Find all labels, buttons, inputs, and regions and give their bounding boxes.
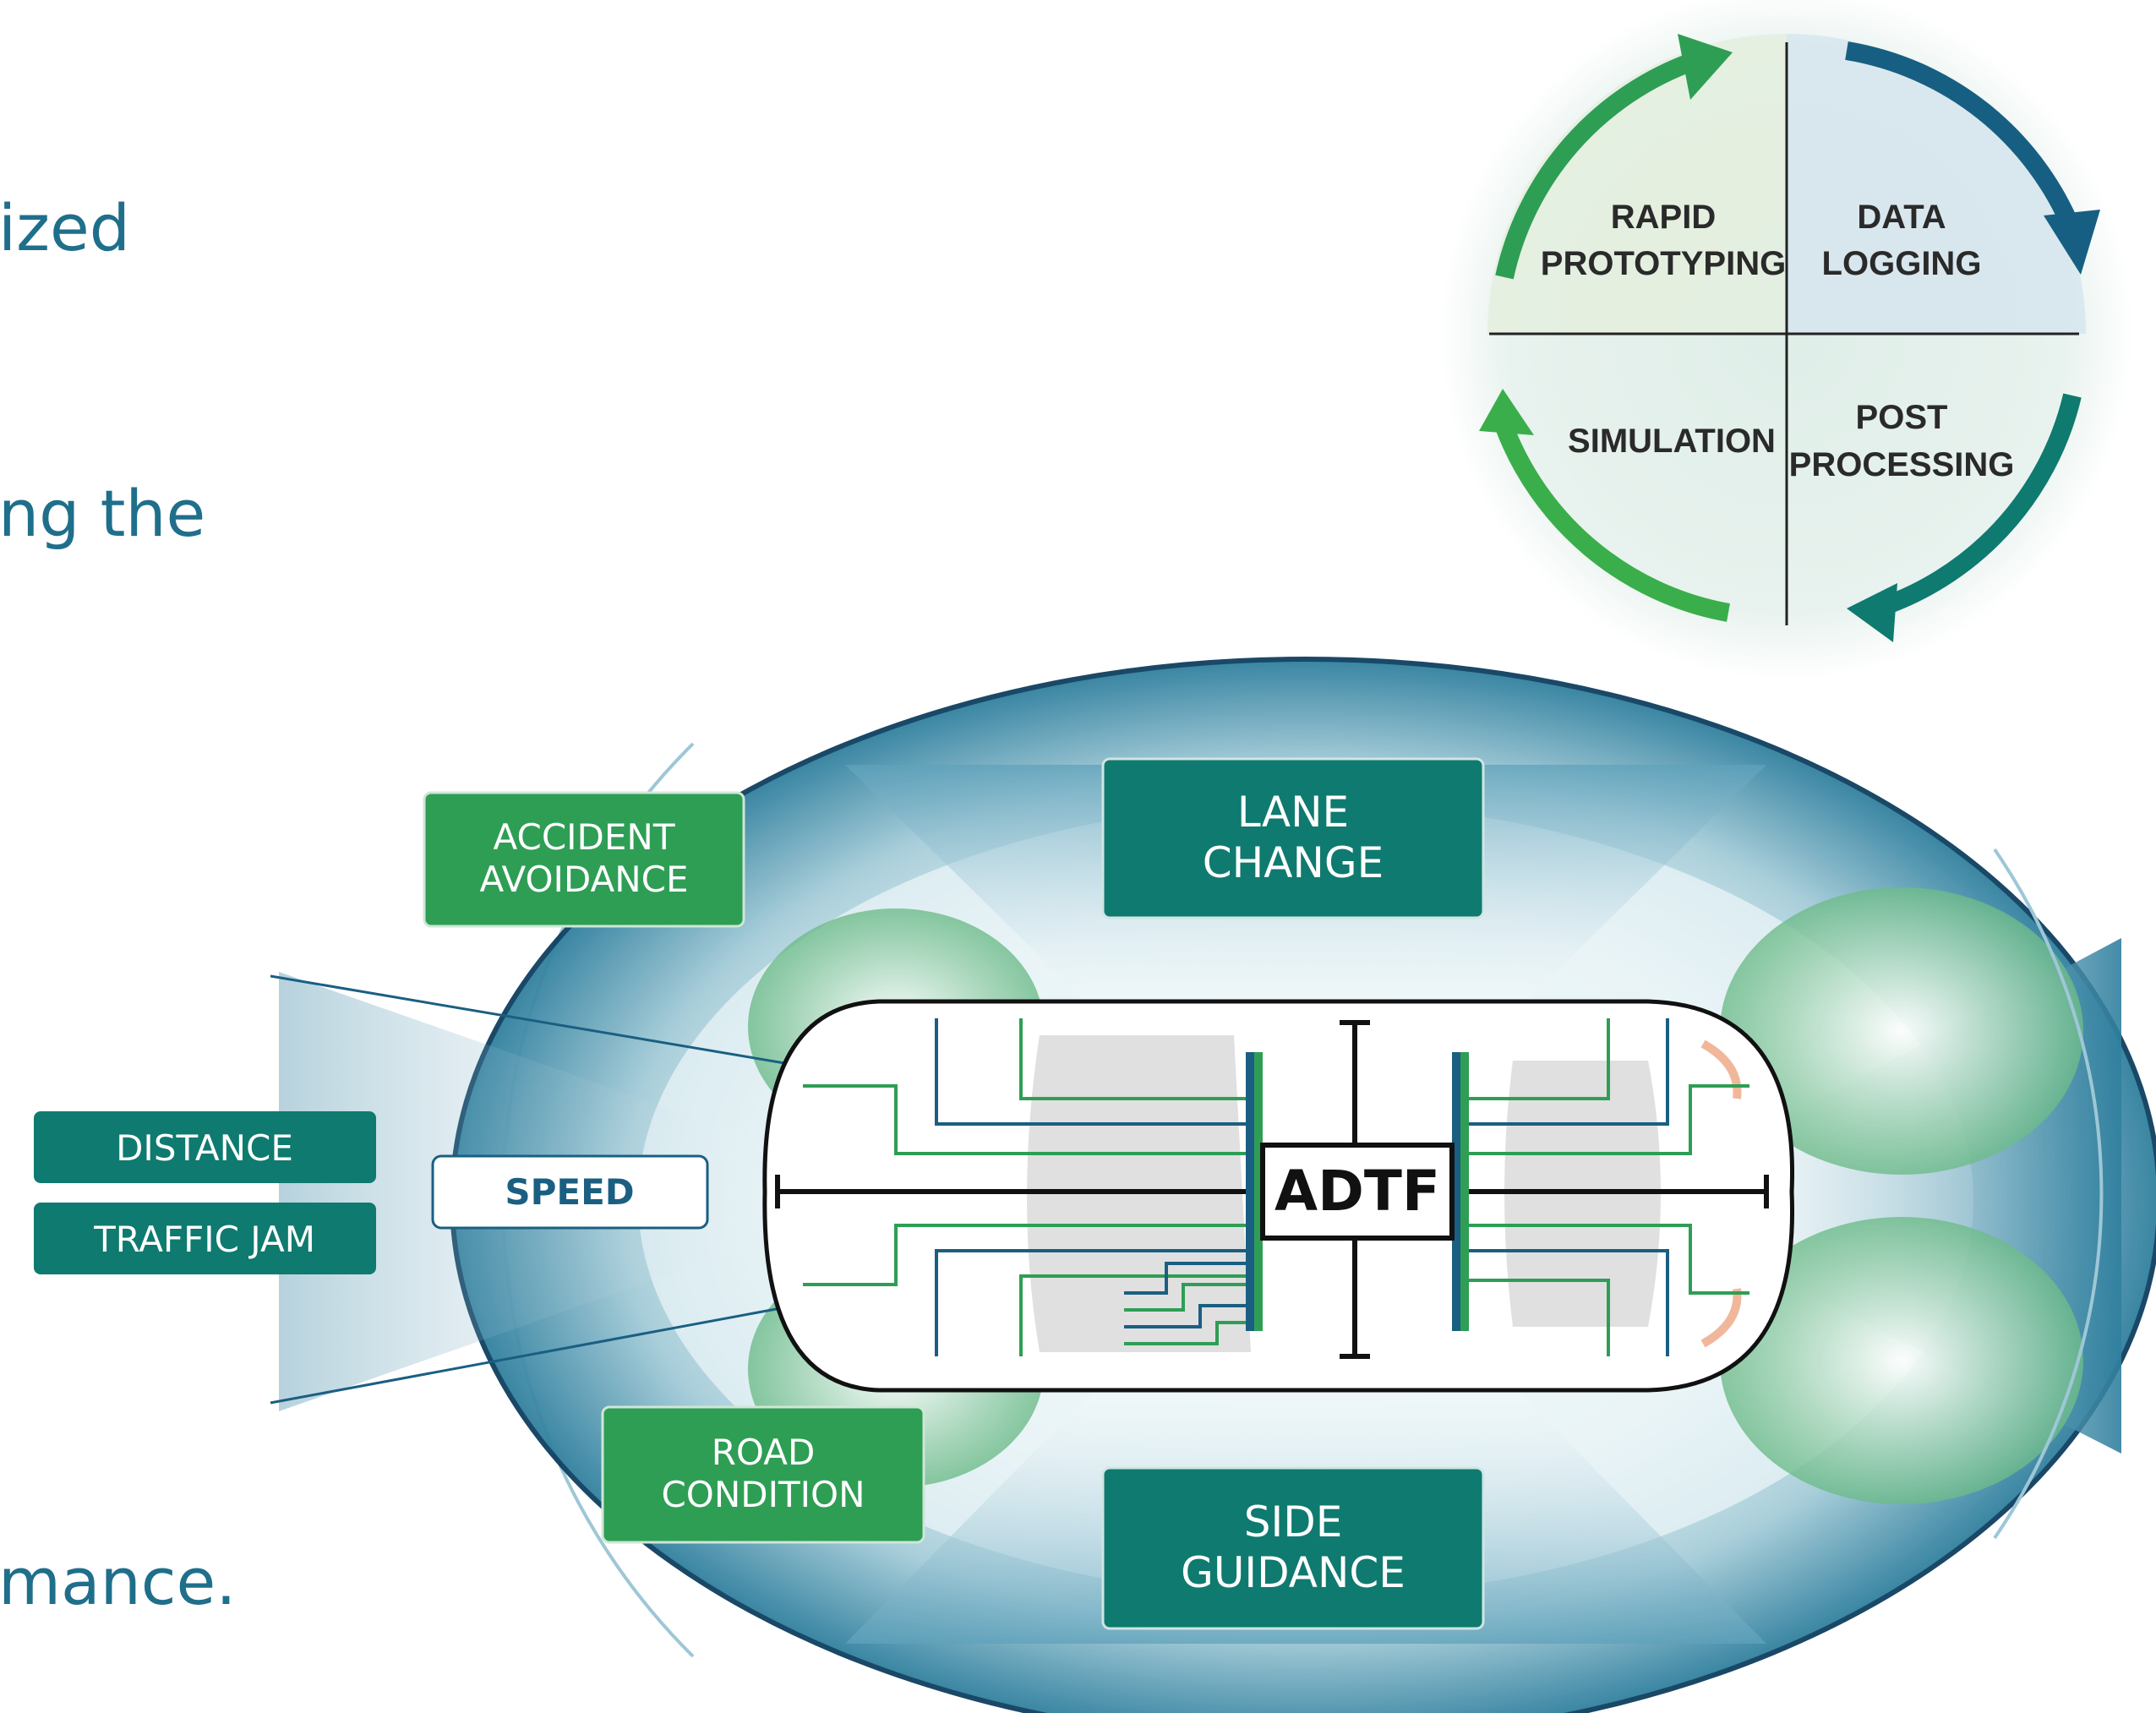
body-text-fragment-1: ized — [0, 190, 131, 265]
lobe-rear-right — [1720, 1217, 2083, 1504]
quadrant-rapid-prototyping-line2: PROTOTYPING — [1541, 245, 1786, 282]
arrow-prototyping-head — [1678, 34, 1733, 100]
left-wiring — [803, 1018, 1246, 1356]
arrow-logging-arc — [1845, 41, 2082, 234]
outer-right-arc — [1993, 848, 2104, 1540]
quadrant-rapid-prototyping-line1: RAPID — [1611, 199, 1716, 236]
quadrant-post-processing-line1: POST — [1856, 399, 1948, 436]
beam-line-top — [270, 974, 795, 1067]
quadrant-post-processing-line2: PROCESSING — [1789, 446, 2015, 483]
cycle-diagram: RAPID PROTOTYPING DATA LOGGING SIMULATIO… — [1440, 0, 2133, 680]
quadrant-top-right — [1787, 34, 2086, 334]
adtf-core-label: ADTF — [1274, 1159, 1440, 1224]
body-text-fragment-2: ng the — [0, 476, 206, 551]
traffic-jam-label: TRAFFIC JAM — [93, 1219, 315, 1260]
label-lane-change: LANE CHANGE — [1101, 757, 1485, 919]
arrow-prototyping-arc — [1495, 52, 1698, 280]
label-accident-avoidance: ACCIDENT AVOIDANCE — [423, 791, 745, 928]
arrow-logging-head — [2044, 210, 2100, 275]
road-condition-line1: ROAD — [712, 1432, 816, 1473]
label-distance: DISTANCE — [34, 1111, 376, 1183]
quadrant-data-logging-line1: DATA — [1857, 199, 1946, 236]
arrow-simulation-head — [1479, 389, 1534, 435]
lane-change-line2: CHANGE — [1203, 838, 1384, 887]
adtf-core-box — [1260, 1143, 1455, 1241]
beam-line-bottom — [270, 1304, 795, 1405]
arrow-processing-head — [1847, 583, 1897, 642]
arrow-simulation-arc — [1493, 419, 1730, 622]
lane-change-line1: LANE — [1237, 788, 1349, 837]
label-traffic-jam: TRAFFIC JAM — [34, 1203, 376, 1274]
side-guidance-line1: SIDE — [1244, 1498, 1343, 1547]
label-road-condition: ROAD CONDITION — [601, 1405, 925, 1544]
body-text-fragment-3: mance. — [0, 1544, 237, 1619]
label-side-guidance: SIDE GUIDANCE — [1101, 1466, 1485, 1630]
accident-avoidance-line2: AVOIDANCE — [479, 859, 688, 900]
quadrant-data-logging-line2: LOGGING — [1822, 245, 1982, 282]
distance-label: DISTANCE — [116, 1127, 293, 1169]
quadrant-simulation: SIMULATION — [1568, 423, 1776, 460]
accident-avoidance-line1: ACCIDENT — [494, 816, 675, 858]
tail-light-bottom — [1700, 1288, 1742, 1348]
label-speed: SPEED — [431, 1154, 709, 1230]
road-condition-line2: CONDITION — [661, 1474, 865, 1515]
lobe-front-right — [1720, 887, 2083, 1175]
speed-label: SPEED — [505, 1171, 634, 1213]
side-guidance-line2: GUIDANCE — [1181, 1548, 1405, 1597]
tail-light-top — [1700, 1039, 1742, 1099]
arrow-processing-arc — [1869, 393, 2082, 619]
quadrant-top-left — [1487, 34, 1787, 334]
right-wiring — [1469, 1018, 1749, 1356]
